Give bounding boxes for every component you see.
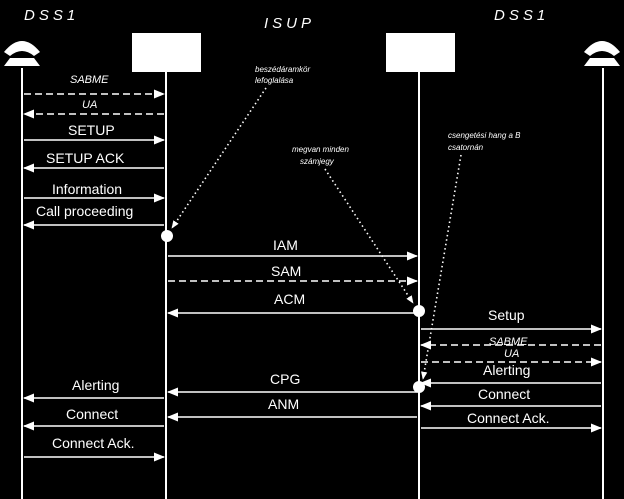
msg-connect-ack-left-label: Connect Ack. [52,435,135,451]
msg-sabme-right-label: SABME [489,336,528,348]
msg-ua-left-label: UA [82,99,97,111]
protocol-label-isup: ISUP [264,15,315,32]
msg-iam-label: IAM [273,237,298,253]
msg-setup-left-label: SETUP [68,122,115,138]
protocol-label-left-dss1: DSS1 [24,7,79,24]
msg-ua-right-label: UA [504,348,519,360]
event-dot-circuit-seize [161,230,173,242]
event-dot-ringing [413,381,425,393]
msg-cpg-label: CPG [270,371,300,387]
msg-alerting-right-label: Alerting [483,362,530,378]
note-circuit-seize-line2: lefoglalása [255,76,294,85]
right-telephone-icon [584,41,620,66]
note-ringing-line2: csatornán [448,143,484,152]
msg-connect-left-label: Connect [66,406,118,422]
msg-setup-right-label: Setup [488,307,525,323]
note-all-digits-line2: számjegy [300,157,335,166]
note-ringing-pointer [421,154,462,380]
msg-sam-label: SAM [271,263,301,279]
event-dot-all-digits [413,305,425,317]
msg-sabme-left-label: SABME [70,74,109,86]
protocol-label-right-dss1: DSS1 [494,7,549,24]
local-exchange-a-box [132,33,201,72]
note-all-digits-pointer [324,168,414,304]
note-all-digits-line1: megvan minden [292,145,349,154]
local-exchange-b-box [386,33,455,72]
msg-call-proceeding-label: Call proceeding [36,203,133,219]
note-ringing-line1: csengetési hang a B [448,131,521,140]
left-telephone-icon [4,41,40,66]
msg-acm-label: ACM [274,291,305,307]
msg-information-label: Information [52,181,122,197]
note-circuit-seize-pointer [171,87,267,229]
note-circuit-seize-line1: beszédáramkör [255,65,310,74]
msg-connect-ack-right-label: Connect Ack. [467,410,550,426]
msg-connect-right-label: Connect [478,386,530,402]
msg-alerting-left-label: Alerting [72,377,119,393]
msg-anm-label: ANM [268,396,299,412]
msg-setup-ack-label: SETUP ACK [46,150,125,166]
